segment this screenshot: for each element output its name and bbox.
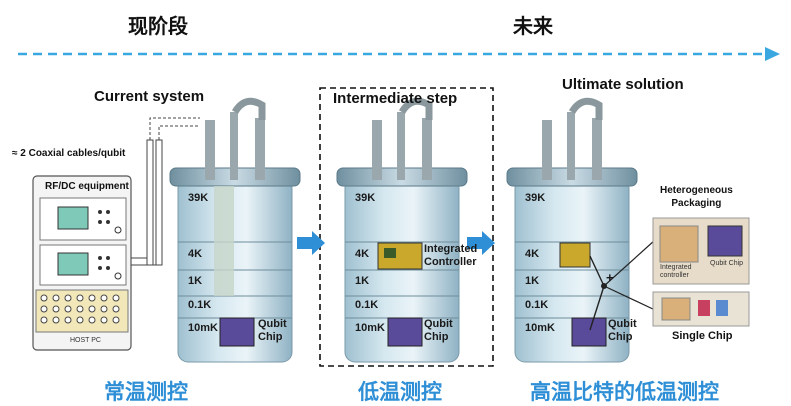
port-connector bbox=[88, 316, 96, 324]
port-connector bbox=[76, 294, 84, 302]
port-connector bbox=[76, 305, 84, 313]
temp-10mk: 10mK bbox=[188, 322, 218, 334]
port-connector bbox=[112, 316, 120, 324]
port-connector bbox=[52, 316, 60, 324]
temp-4k: 4K bbox=[525, 248, 540, 260]
temp-0-1k: 0.1K bbox=[355, 299, 379, 311]
port-connector bbox=[52, 294, 60, 302]
timeline-arrowhead bbox=[765, 47, 780, 61]
temp-1k: 1K bbox=[188, 275, 203, 287]
port-connector bbox=[100, 305, 108, 313]
port-connector bbox=[40, 316, 48, 324]
single-chip-label: Single Chip bbox=[672, 330, 733, 342]
qubit-chip-label: Qubit Chip bbox=[424, 318, 453, 343]
port-connector bbox=[88, 294, 96, 302]
port-connector bbox=[52, 305, 60, 313]
caption-room-temp-control: 常温测控 bbox=[104, 380, 188, 404]
port-connector bbox=[40, 294, 48, 302]
qubit-chip-label: Qubit Chip bbox=[608, 318, 637, 343]
port-connector bbox=[64, 305, 72, 313]
temp-39k: 39K bbox=[355, 192, 376, 204]
port-connector bbox=[100, 294, 108, 302]
ultimate-solution-title: Ultimate solution bbox=[562, 76, 684, 93]
caption-cryo-control: 低温测控 bbox=[358, 380, 442, 404]
qubit-chip-label: Qubit Chip bbox=[258, 318, 287, 343]
temp-39k: 39K bbox=[525, 192, 546, 204]
temp-0-1k: 0.1K bbox=[525, 299, 549, 311]
port-connector bbox=[64, 294, 72, 302]
integrated-controller-label: Integrated Controller bbox=[424, 243, 478, 268]
port-connector bbox=[112, 294, 120, 302]
rf-dc-equipment-label: RF/DC equipment bbox=[45, 181, 129, 192]
temp-4k: 4K bbox=[355, 248, 370, 260]
stage-current-header: 现阶段 bbox=[128, 14, 188, 38]
coaxial-cables bbox=[131, 117, 200, 266]
temp-1k: 1K bbox=[525, 275, 540, 287]
port-connector bbox=[40, 305, 48, 313]
single-chip-inset bbox=[652, 291, 750, 327]
current-system-title: Current system bbox=[94, 88, 205, 105]
port-grid bbox=[40, 294, 120, 324]
qubit-chip-small-label: Qubit Chip bbox=[710, 260, 744, 267]
port-connector bbox=[76, 316, 84, 324]
caption-hot-qubit-cryo-control: 高温比特的低温测控 bbox=[530, 380, 719, 404]
cryostat-current bbox=[169, 97, 301, 363]
port-connector bbox=[112, 305, 120, 313]
stage-arrow-2 bbox=[467, 231, 495, 255]
temp-10mk: 10mK bbox=[355, 322, 385, 334]
temp-10mk: 10mK bbox=[525, 322, 555, 334]
intermediate-dashed-box bbox=[319, 87, 494, 367]
temp-39k: 39K bbox=[188, 192, 209, 204]
plus-sign: + bbox=[606, 270, 614, 285]
temp-4k: 4K bbox=[188, 248, 203, 260]
port-connector bbox=[88, 305, 96, 313]
stage-arrow-1 bbox=[297, 231, 325, 255]
heterogeneous-packaging-label: Heterogeneous Packaging bbox=[660, 185, 733, 209]
intermediate-step-title: Intermediate step bbox=[333, 90, 458, 107]
stage-future-header: 未来 bbox=[513, 14, 553, 38]
cryostat-intermediate bbox=[336, 97, 468, 363]
cryostat-ultimate bbox=[506, 97, 656, 363]
temp-1k: 1K bbox=[355, 275, 370, 287]
coaxial-cables-label: ≈ 2 Coaxial cables/qubit bbox=[12, 148, 126, 159]
heterogeneous-packaging-inset bbox=[652, 217, 750, 285]
rf-dc-equipment-rack bbox=[32, 175, 132, 351]
port-connector bbox=[100, 316, 108, 324]
port-connector bbox=[64, 316, 72, 324]
integrated-controller-small-label: Integrated controller bbox=[660, 264, 692, 279]
host-pc-label: HOST PC bbox=[70, 337, 101, 344]
temp-0-1k: 0.1K bbox=[188, 299, 212, 311]
